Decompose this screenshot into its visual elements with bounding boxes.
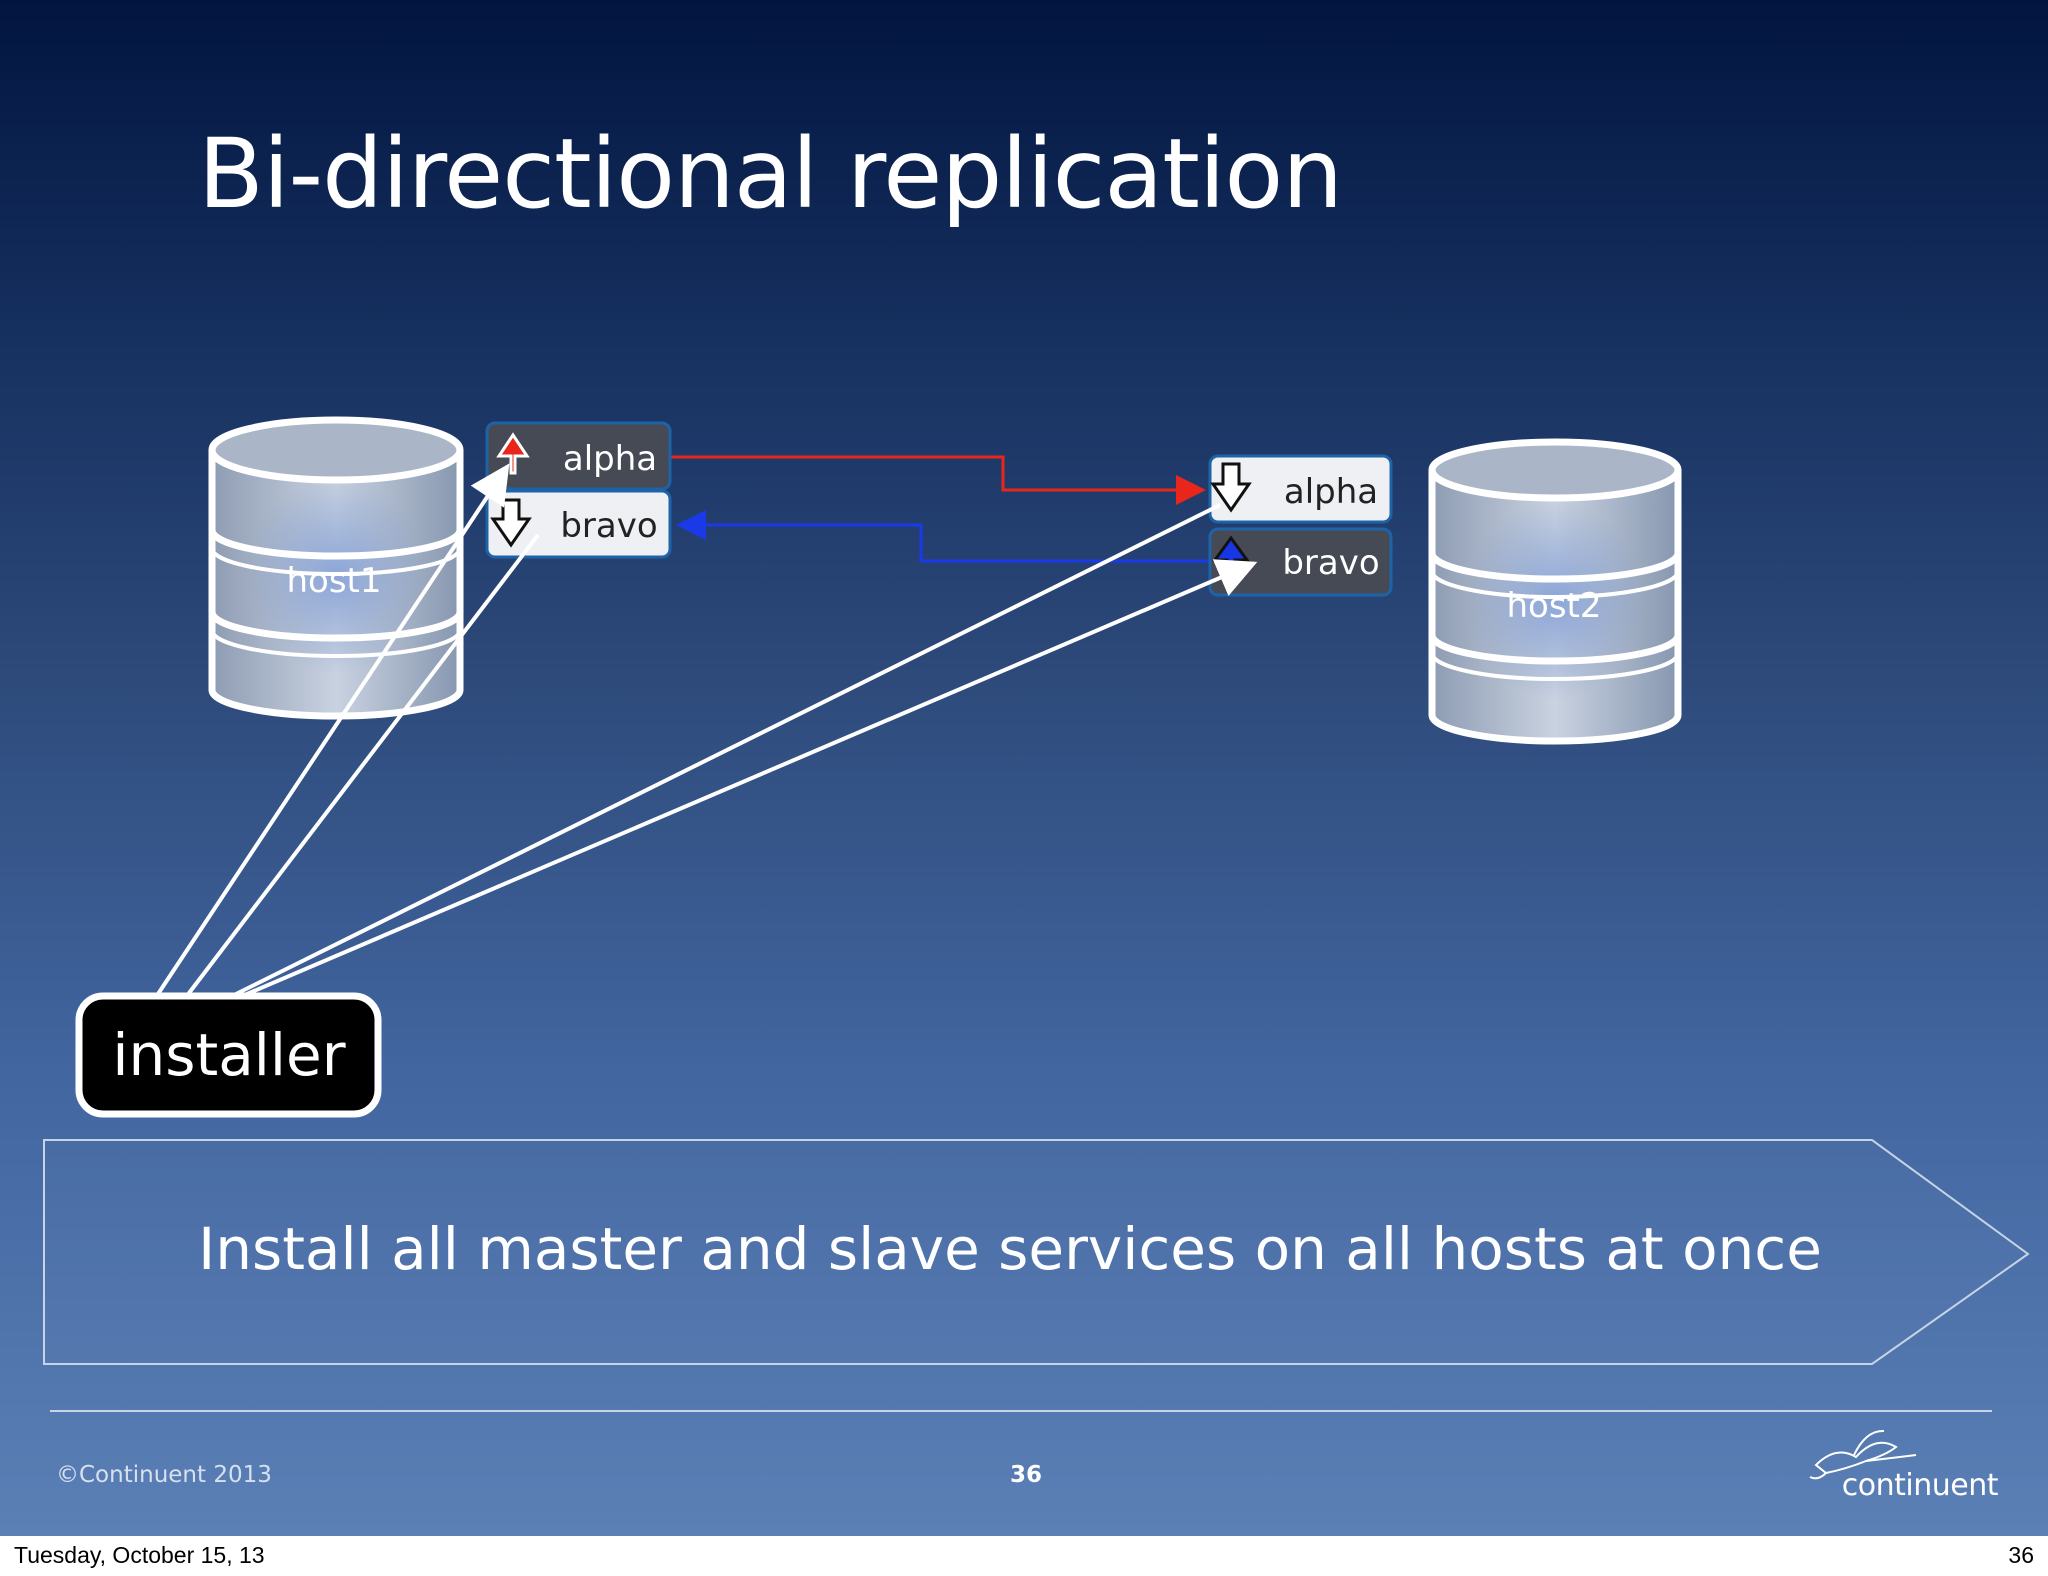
host2-bravo-label: bravo [1282,543,1379,583]
continuent-logo: continuent [1800,1425,2010,1515]
host2-alpha-label: alpha [1284,472,1378,512]
down-arrow-icon [490,498,532,548]
replication-link-alpha [670,455,1206,505]
copyright-text: ©Continuent 2013 [56,1462,272,1488]
replication-diagram: host1 host2 alpha bravo [43,416,2030,1365]
installer-to-host2-bravo-arrow [239,559,1258,999]
footer-divider [50,1410,1992,1412]
host1-label: host1 [286,561,381,601]
host2-label: host2 [1506,586,1601,626]
slide: Bi-directional replication [0,0,2048,1536]
host1-bravo-service[interactable]: bravo [485,489,672,559]
host1-bravo-label: bravo [560,506,657,546]
installer-connections [154,463,1258,999]
banner-text: Install all master and slave services on… [198,1215,1822,1283]
installer-to-host2-alpha-arrow [229,503,1221,999]
print-page-number: 36 [2008,1542,2034,1568]
host2-bravo-service[interactable]: bravo [1208,527,1393,597]
slide-title: Bi-directional replication [198,118,1343,230]
up-arrow-icon [496,432,530,475]
host2-database-icon: host2 [1428,438,1682,745]
installer-label: installer [112,1021,345,1089]
slide-page-number: 36 [1010,1462,1043,1488]
installer-to-host1-alpha-arrow [154,463,510,999]
host1-alpha-service[interactable]: alpha [485,421,672,491]
host1-alpha-label: alpha [563,439,657,479]
print-date: Tuesday, October 15, 13 [14,1542,265,1568]
bird-logo-icon [1809,1429,1917,1480]
installer-to-host1-bravo-arrow [184,533,540,999]
replication-link-bravo [676,510,1212,563]
banner-chevron [43,1139,2030,1365]
host2-alpha-service[interactable]: alpha [1208,454,1393,524]
logo-text: continuent [1841,1468,1999,1503]
down-arrow-icon [1210,462,1252,513]
host1-database-icon: host1 [208,416,464,720]
installer-box[interactable]: installer [75,992,382,1118]
